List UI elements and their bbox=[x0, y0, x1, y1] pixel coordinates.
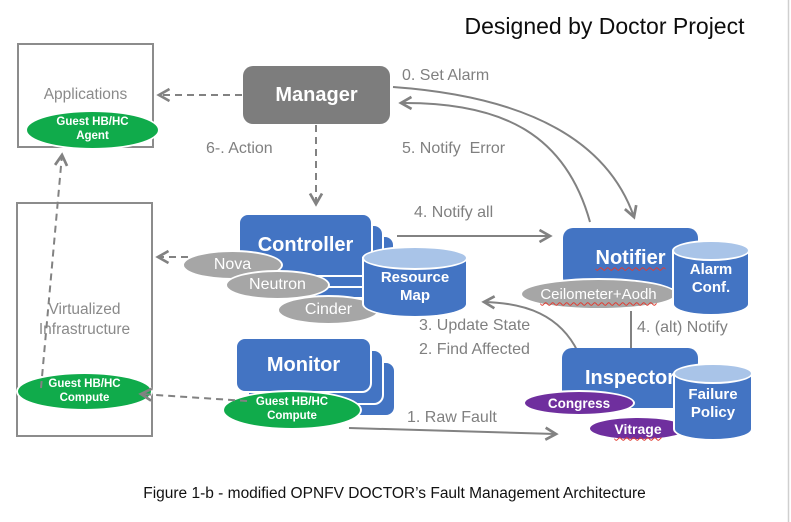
page-title: Designed by Doctor Project bbox=[464, 13, 745, 39]
edge-label-update-state: 3. Update State bbox=[419, 317, 531, 334]
manager-label: Manager bbox=[275, 83, 358, 106]
edge-label-notify-all: 4. Notify all bbox=[414, 204, 494, 221]
guest-hb-compute-infra-ellipse: Guest HB/HC Compute bbox=[16, 372, 153, 411]
virtualized-infrastructure-label: Virtualized Infrastructure bbox=[38, 301, 131, 338]
edge-label-notify-error: 5. Notify Error bbox=[402, 140, 506, 157]
nova-label: Nova bbox=[213, 256, 252, 273]
guest-hb-agent-ellipse: Guest HB/HC Agent bbox=[25, 110, 160, 150]
manager-box: Manager bbox=[243, 66, 390, 124]
resource-map-label: Resource Map bbox=[380, 269, 450, 304]
guest-hb-compute-monitor-ellipse: Guest HB/HC Compute bbox=[222, 390, 362, 430]
edge-label-find-affected: 2. Find Affected bbox=[419, 341, 530, 358]
neutron-label: Neutron bbox=[249, 276, 306, 293]
failure-policy-cylinder-top bbox=[673, 363, 753, 384]
failure-policy-label: Failure Policy bbox=[688, 386, 738, 421]
virtualized-infrastructure-box: Virtualized Infrastructure bbox=[16, 202, 153, 437]
alarm-conf-cylinder: Alarm Conf. bbox=[672, 240, 750, 316]
failure-policy-cylinder-body bbox=[673, 374, 753, 441]
congress-ellipse: Congress bbox=[523, 390, 635, 416]
edge-label-raw-fault: 1. Raw Fault bbox=[407, 409, 497, 426]
congress-label: Congress bbox=[547, 395, 611, 411]
guest-hb-agent-label: Guest HB/HC Agent bbox=[56, 116, 129, 142]
failure-policy-cylinder: Failure Policy bbox=[673, 363, 753, 441]
inspector-label: Inspector bbox=[584, 366, 676, 389]
resource-map-cylinder-body bbox=[362, 257, 468, 318]
alarm-conf-cylinder-body bbox=[672, 251, 750, 316]
ceilometer-aodh-ellipse: Ceilometer+Aodh bbox=[520, 278, 677, 310]
cinder-label: Cinder bbox=[304, 301, 353, 318]
vitrage-label: Vitrage bbox=[614, 420, 662, 437]
edge-label-alt-notify: 4. (alt) Notify bbox=[637, 319, 728, 336]
applications-label: Applications bbox=[43, 86, 128, 103]
edge-label-action: 6-. Action bbox=[206, 140, 273, 157]
guest-hb-compute-monitor-label: Guest HB/HC Compute bbox=[255, 396, 329, 422]
resource-map-cylinder-top bbox=[362, 246, 468, 270]
alarm-conf-label: Alarm Conf. bbox=[689, 261, 733, 296]
edge-label-set-alarm: 0. Set Alarm bbox=[402, 67, 490, 84]
resource-map-cylinder: Resource Map bbox=[362, 246, 468, 318]
ceilometer-aodh-label: Ceilometer+Aodh bbox=[540, 285, 657, 303]
figure-caption: Figure 1-b - modified OPNFV DOCTOR’s Fau… bbox=[143, 485, 646, 502]
notifier-label: Notifier bbox=[595, 246, 666, 269]
guest-hb-compute-infra-label: Guest HB/HC Compute bbox=[48, 377, 121, 404]
monitor-label: Monitor bbox=[266, 353, 341, 376]
controller-label: Controller bbox=[257, 233, 354, 256]
monitor-box: Monitor bbox=[235, 337, 372, 393]
arrow-raw-fault bbox=[348, 426, 559, 441]
alarm-conf-cylinder-top bbox=[672, 240, 750, 261]
vitrage-ellipse: Vitrage bbox=[588, 416, 688, 441]
